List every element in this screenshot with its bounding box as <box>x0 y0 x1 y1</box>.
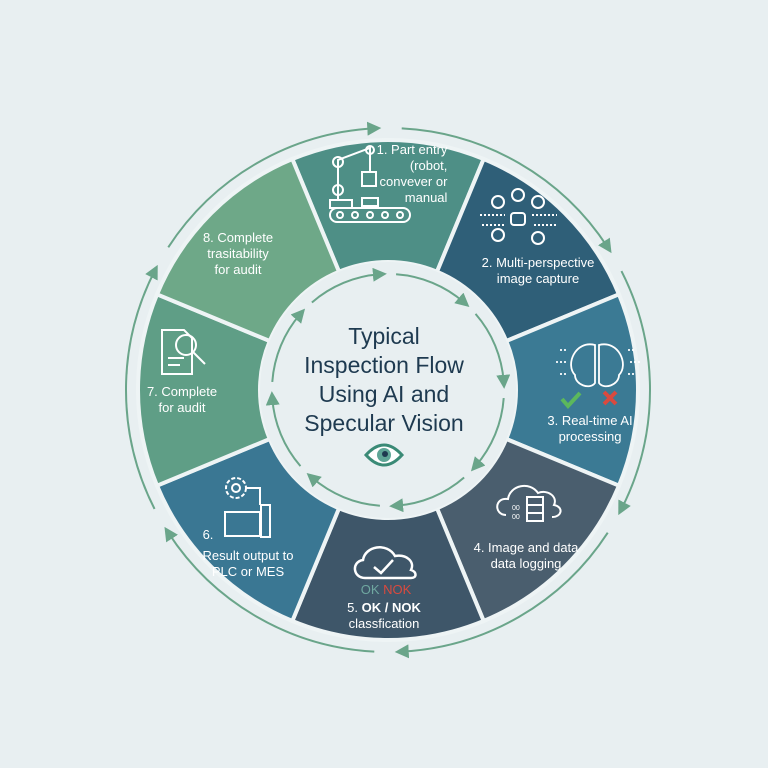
cycle-arrow <box>306 472 380 507</box>
diagram-title: Typical Inspection Flow Using AI and Spe… <box>304 322 464 438</box>
cycle-arrow <box>396 273 470 308</box>
cycle-arrow <box>389 476 465 513</box>
svg-text:00: 00 <box>512 514 520 521</box>
cycle-arrow <box>618 270 651 516</box>
title-line: Specular Vision <box>304 410 464 436</box>
step-5-badges: OK NOK <box>360 582 412 597</box>
svg-text:00: 00 <box>512 505 520 512</box>
cloud-check-icon <box>353 546 417 580</box>
cycle-arrow <box>474 313 511 389</box>
robot-arm-conveyor-icon <box>329 145 411 223</box>
center-circle <box>260 262 516 518</box>
step-6-number: 6. <box>202 527 214 542</box>
ok-check-icon <box>560 391 582 410</box>
inner-cycle-arrows <box>265 267 511 513</box>
outer-cycle-arrows <box>125 121 651 659</box>
title-line: Inspection Flow <box>304 352 464 378</box>
multi-camera-icon <box>480 188 557 245</box>
title-line: Typical <box>348 323 420 349</box>
cycle-arrow <box>401 127 612 254</box>
cycle-arrow <box>271 308 306 382</box>
nok-cross-icon <box>602 390 618 406</box>
title-line: Using AI and <box>318 381 450 407</box>
cycle-arrow <box>164 526 375 653</box>
cycle-arrow <box>394 532 609 659</box>
cycle-arrow <box>125 264 158 510</box>
eye-icon <box>363 443 405 467</box>
gear-plc-icon <box>224 477 271 538</box>
ai-brain-icon <box>556 343 640 388</box>
cycle-arrow <box>167 121 382 248</box>
cycle-arrow <box>470 398 505 472</box>
cycle-arrow <box>265 391 302 467</box>
document-search-icon <box>161 329 206 375</box>
cycle-arrow <box>311 267 387 304</box>
